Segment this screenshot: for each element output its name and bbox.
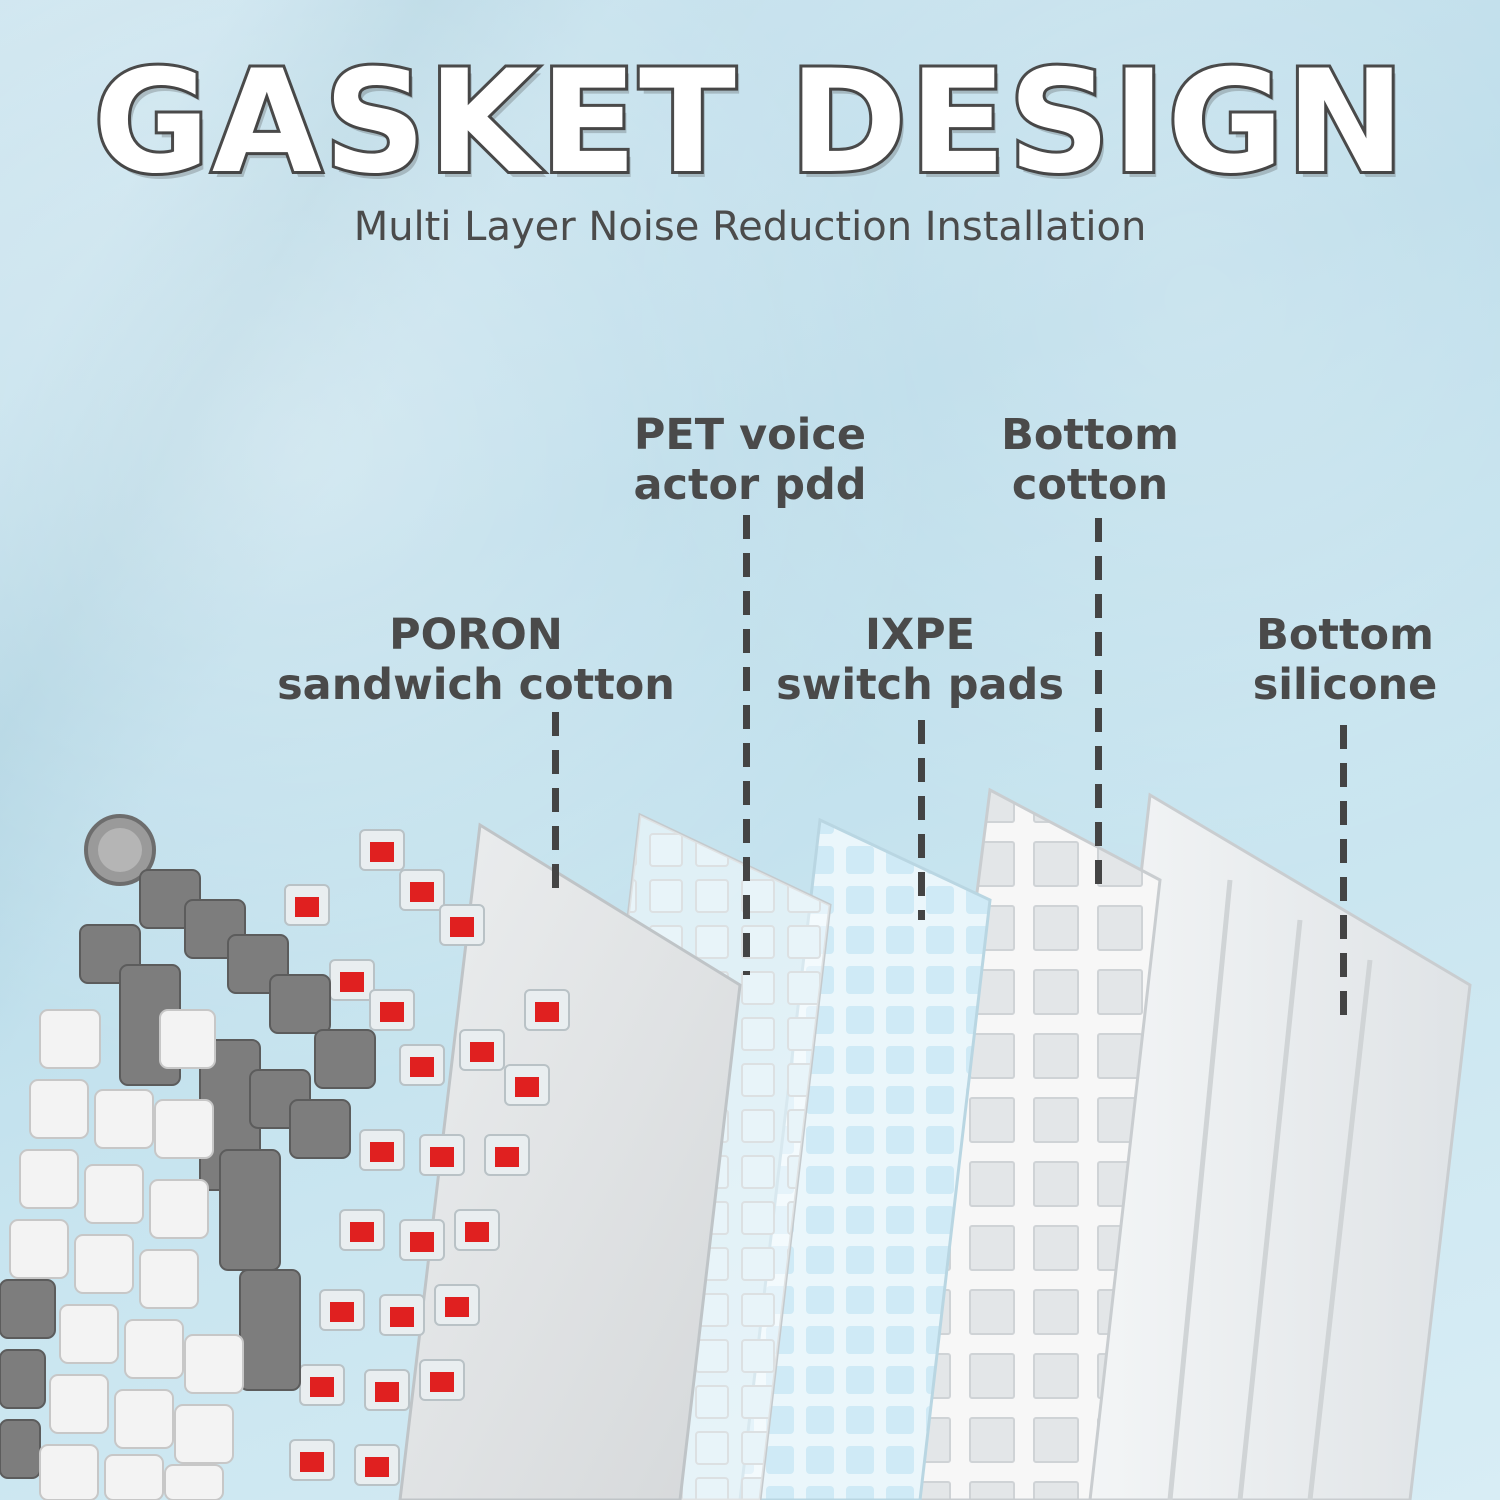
leader-line-bottom-silicone <box>1340 725 1347 1015</box>
switch <box>419 1134 465 1176</box>
layer-label-line: silicone <box>1252 660 1438 710</box>
keycaps <box>0 814 376 1500</box>
page-subtitle: Multi Layer Noise Reduction Installation <box>353 204 1147 250</box>
switch <box>299 1364 345 1406</box>
layer-label-line: PET voice <box>633 410 867 460</box>
switch <box>289 1439 335 1481</box>
switch <box>434 1284 480 1326</box>
leader-line-bottom-cotton <box>1095 518 1102 888</box>
layer-label-bottom-silicone: Bottom silicone <box>1215 610 1475 710</box>
layer-label-ixpe: IXPE switch pads <box>760 610 1080 710</box>
layer-label-poron: PORON sandwich cotton <box>266 610 686 710</box>
leader-line-ixpe <box>918 720 925 920</box>
leader-line-pet <box>743 515 750 975</box>
switch <box>454 1209 500 1251</box>
layer-label-line: IXPE <box>864 610 976 660</box>
switch <box>369 989 415 1031</box>
switch <box>329 959 375 1001</box>
layer-label-line: PORON <box>389 610 563 660</box>
layer-label-pet: PET voice actor pdd <box>590 410 910 510</box>
switch <box>459 1029 505 1071</box>
switch <box>364 1369 410 1411</box>
poron-plate-layer <box>398 822 742 1500</box>
layer-label-line: Bottom <box>1001 410 1179 460</box>
case-ribs <box>1167 879 1373 1500</box>
layer-label-bottom-cotton: Bottom cotton <box>960 410 1220 510</box>
switches <box>284 829 570 1486</box>
switch <box>419 1359 465 1401</box>
switch <box>504 1064 550 1106</box>
switch <box>284 884 330 926</box>
switch <box>354 1444 400 1486</box>
switch <box>439 904 485 946</box>
layer-label-line: Bottom <box>1256 610 1434 660</box>
switch <box>484 1134 530 1176</box>
switch <box>359 1129 405 1171</box>
switch <box>399 1044 445 1086</box>
leader-line-poron <box>552 712 559 892</box>
switch <box>379 1294 425 1336</box>
switch <box>339 1209 385 1251</box>
switch <box>359 829 405 871</box>
layer-label-line: actor pdd <box>633 460 867 510</box>
switch <box>399 1219 445 1261</box>
switch <box>319 1289 365 1331</box>
layer-label-line: cotton <box>1011 460 1169 510</box>
page-title: GASKET DESIGN <box>90 37 1407 208</box>
layer-label-line: sandwich cotton <box>277 660 675 710</box>
switch <box>399 869 445 911</box>
switch <box>524 989 570 1031</box>
layer-label-line: switch pads <box>776 660 1064 710</box>
